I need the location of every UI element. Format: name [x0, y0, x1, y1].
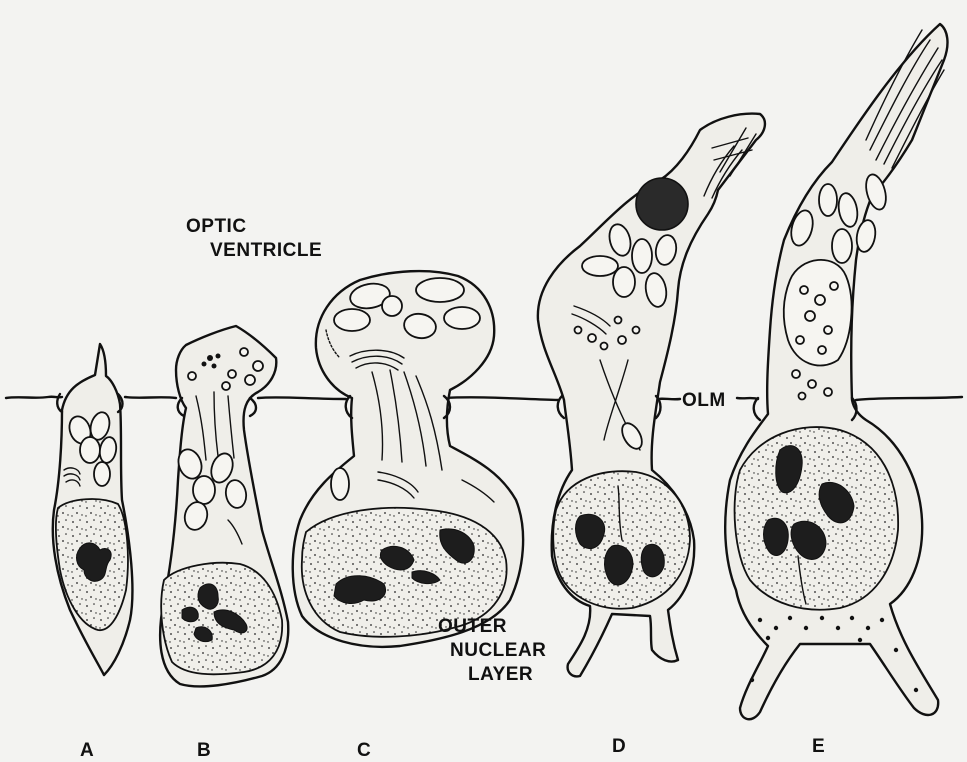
label-optic-ventricle-line2: VENTRICLE: [210, 240, 322, 261]
caption-e: E: [812, 736, 825, 757]
cell-a: [53, 344, 133, 675]
label-outer-nuclear-layer-line3: LAYER: [468, 664, 533, 685]
caption-a: A: [80, 740, 94, 761]
caption-d: D: [612, 736, 626, 757]
label-outer-nuclear-layer-line2: NUCLEAR: [450, 640, 546, 661]
label-optic-ventricle-line1: OPTIC: [186, 216, 247, 237]
oil-droplet-d: [636, 178, 688, 230]
label-outer-nuclear-layer-line1: OUTER: [438, 616, 507, 637]
caption-b: B: [197, 740, 211, 761]
cell-d: [538, 114, 765, 677]
cell-c: [293, 271, 523, 647]
label-olm: OLM: [682, 390, 726, 411]
nucleus-e: [735, 427, 899, 610]
cell-b: [160, 326, 288, 686]
caption-c: C: [357, 740, 371, 761]
